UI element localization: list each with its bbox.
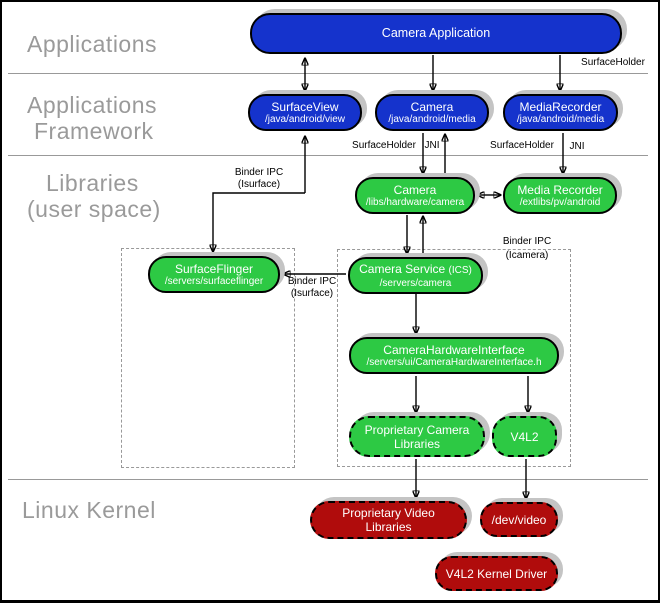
node-v4l2: V4L2 (492, 416, 557, 457)
node-mediarecorder-java: MediaRecorder /java/android/media (503, 94, 618, 131)
arrow-binder-down-to-surfaceflinger (213, 192, 305, 252)
node-title: V4L2 (510, 429, 539, 444)
node-title: MediaRecorder (519, 99, 602, 114)
layer-divider-framework (8, 155, 648, 156)
node-title: V4L2 Kernel Driver (445, 566, 548, 581)
label-binder-ipc-isurface-mid-line1: Binder IPC (287, 276, 337, 287)
node-camera-lib: Camera /libs/hardware/camera (355, 177, 475, 214)
label-binder-ipc-isurface-mid-line2: (Isurface) (290, 288, 334, 299)
group-rect-surfaceflinger (121, 248, 295, 468)
node-surfaceview: SurfaceView /java/android/view (248, 94, 362, 131)
node-line2: Libraries (393, 436, 441, 451)
node-line2: Libraries (365, 520, 412, 534)
node-subtitle: /servers/camera (379, 277, 452, 289)
section-label-framework-line2: Framework (34, 118, 154, 144)
node-camera-java: Camera /java/android/media (375, 94, 489, 131)
node-subtitle: /libs/hardware/camera (365, 196, 465, 208)
node-title: Camera (410, 99, 454, 114)
node-subtitle: /servers/surfaceflinger (164, 275, 264, 287)
label-surfaceholder-top: SurfaceHolder (581, 57, 645, 68)
node-proprietary-video-libraries: Proprietary Video Libraries (310, 501, 467, 539)
label-binder-ipc-icamera-line2: (Icamera) (505, 250, 549, 261)
node-title: Camera Service (ICS) (350, 262, 481, 278)
label-binder-ipc-isurface-top-line1: Binder IPC (234, 167, 284, 178)
node-title: SurfaceView (271, 99, 339, 114)
node-title: /dev/video (491, 512, 547, 527)
node-title-text: Camera Service (359, 261, 446, 276)
group-rect-camera-service (337, 249, 571, 467)
node-title: CameraHardwareInterface (383, 342, 525, 357)
node-v4l2-kernel-driver: V4L2 Kernel Driver (435, 556, 558, 591)
node-proprietary-camera-libraries: Proprietary Camera Libraries (349, 416, 485, 457)
node-camera-application: Camera Application (250, 13, 622, 54)
label-jni-media: JNI (569, 141, 585, 152)
node-line1: Proprietary Video (342, 506, 435, 520)
node-title-note: (ICS) (448, 264, 472, 276)
node-line1: Proprietary Camera (364, 422, 470, 437)
node-camera-hardware-interface: CameraHardwareInterface /servers/ui/Came… (349, 337, 559, 374)
node-subtitle: /java/android/view (264, 113, 346, 125)
node-mediarecorder-lib: Media Recorder /extlibs/pv/android (503, 177, 617, 214)
section-label-libraries-line1: Libraries (46, 170, 139, 196)
section-label-framework-line1: Applications (27, 92, 158, 118)
node-subtitle: /java/android/media (516, 113, 605, 125)
layer-divider-applications (8, 73, 648, 74)
node-subtitle: /extlibs/pv/android (519, 196, 601, 208)
section-label-kernel: Linux Kernel (22, 497, 156, 523)
node-dev-video: /dev/video (480, 502, 558, 537)
node-surfaceflinger: SurfaceFlinger /servers/surfaceflinger (148, 256, 280, 293)
node-title: Camera (393, 182, 437, 197)
node-camera-service: Camera Service (ICS) /servers/camera (348, 257, 483, 294)
section-label-applications: Applications (27, 31, 158, 57)
label-binder-ipc-icamera-line1: Binder IPC (502, 236, 552, 247)
section-label-libraries-line2: (user space) (27, 196, 161, 222)
node-subtitle: /servers/ui/CameraHardwareInterface.h (366, 356, 542, 368)
label-binder-ipc-isurface-top-line2: (Isurface) (237, 179, 281, 190)
node-title: Camera Application (381, 26, 491, 40)
node-title: SurfaceFlinger (174, 261, 254, 276)
node-subtitle: /java/android/media (388, 113, 476, 125)
label-surfaceholder-camera: SurfaceHolder (352, 140, 416, 151)
label-surfaceholder-media: SurfaceHolder (490, 140, 554, 151)
label-jni-camera: JNI (424, 140, 440, 151)
layer-divider-libraries (8, 479, 648, 480)
node-title: Media Recorder (517, 182, 603, 197)
